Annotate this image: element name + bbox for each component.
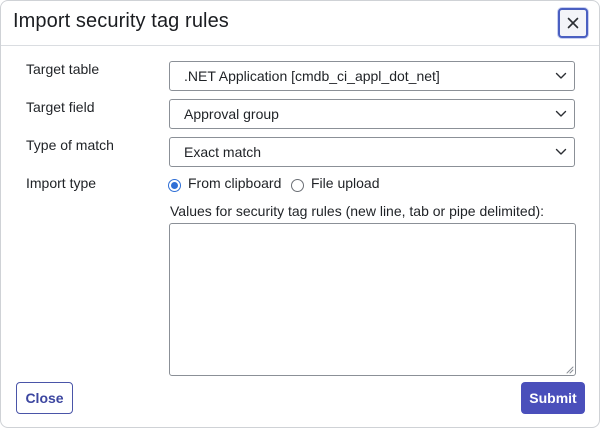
- file-upload-radio[interactable]: [291, 179, 304, 192]
- values-textarea[interactable]: [169, 223, 576, 376]
- resize-grip-icon[interactable]: [565, 365, 574, 374]
- type-of-match-value: Exact match: [184, 144, 262, 160]
- file-upload-label[interactable]: File upload: [311, 175, 380, 191]
- from-clipboard-label[interactable]: From clipboard: [188, 175, 282, 191]
- chevron-down-icon: [555, 72, 567, 79]
- target-field-select[interactable]: Approval group: [169, 99, 575, 129]
- target-field-label: Target field: [26, 99, 95, 115]
- target-field-value: Approval group: [184, 106, 279, 122]
- dialog-header: Import security tag rules: [1, 1, 599, 46]
- target-table-select[interactable]: .NET Application [cmdb_ci_appl_dot_net]: [169, 61, 575, 91]
- target-table-value: .NET Application [cmdb_ci_appl_dot_net]: [184, 68, 440, 84]
- close-icon: [567, 17, 579, 29]
- values-help-text: Values for security tag rules (new line,…: [170, 203, 545, 219]
- chevron-down-icon: [555, 110, 567, 117]
- import-type-label: Import type: [26, 175, 97, 191]
- dialog-title: Import security tag rules: [13, 10, 229, 32]
- type-of-match-select[interactable]: Exact match: [169, 137, 575, 167]
- from-clipboard-radio[interactable]: [168, 179, 181, 192]
- submit-button[interactable]: Submit: [521, 382, 585, 414]
- chevron-down-icon: [555, 148, 567, 155]
- dialog-close-button[interactable]: [558, 8, 588, 38]
- close-button[interactable]: Close: [16, 382, 73, 414]
- type-of-match-label: Type of match: [26, 137, 114, 153]
- target-table-label: Target table: [26, 61, 100, 77]
